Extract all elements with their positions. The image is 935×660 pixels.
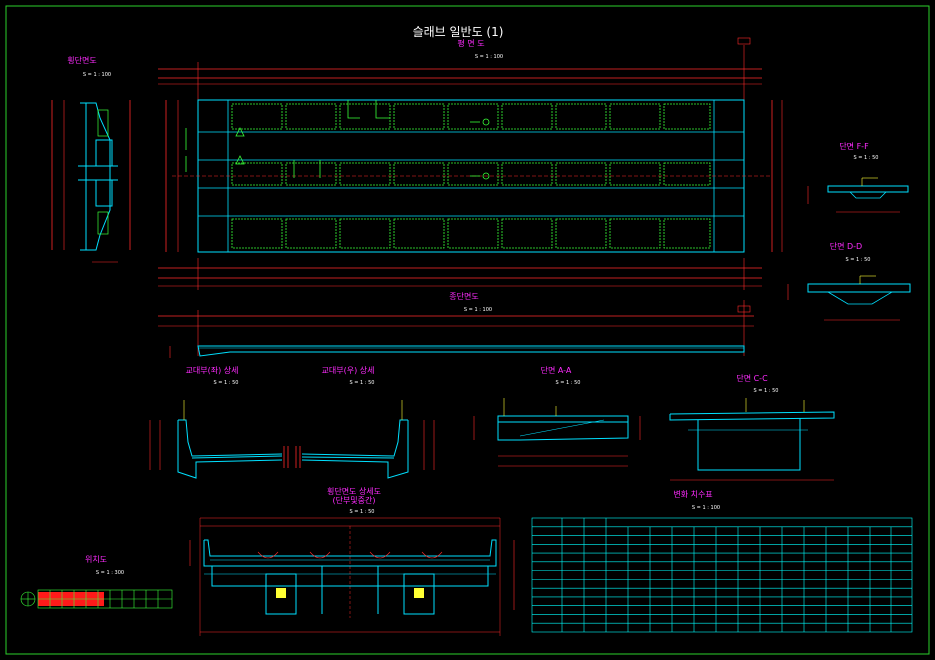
section-aa-view: 단면 A-A S = 1 : 50 xyxy=(473,365,641,467)
plan-label: 평 면 도 xyxy=(457,38,484,48)
section-dd-scale: S = 1 : 50 xyxy=(846,257,871,263)
plan-view: 평 면 도 S = 1 : 100 xyxy=(158,37,783,290)
cross-detail-view: 횡단면도 상세도 (단부및중간) S = 1 : 50 xyxy=(189,486,515,636)
cross-detail-sublabel: (단부및중간) xyxy=(332,495,375,505)
location-view: 위치도 S = 1 : 300 xyxy=(20,555,173,609)
abutment-left-label: 교대부(좌) 상세 xyxy=(186,365,239,375)
section-ff-view: 단면 F-F S = 1 : 50 xyxy=(807,141,909,213)
abutment-right-label: 교대부(우) 상세 xyxy=(322,365,375,375)
cross-detail-scale: S = 1 : 50 xyxy=(350,509,375,515)
table-label: 변화 치수표 xyxy=(673,489,712,499)
long-section-view: 종단면도 S = 1 : 100 xyxy=(158,291,754,358)
section-cc-label: 단면 C-C xyxy=(736,373,768,383)
section-aa-label: 단면 A-A xyxy=(541,365,572,375)
section-cc-scale: S = 1 : 50 xyxy=(754,388,779,394)
plan-scale: S = 1 : 100 xyxy=(475,54,503,60)
sheet-frame xyxy=(5,5,930,655)
cross-section-view: 횡단면도 S = 1 : 100 xyxy=(51,55,131,263)
cross-section-scale: S = 1 : 100 xyxy=(83,72,111,78)
long-section-scale: S = 1 : 100 xyxy=(464,307,492,313)
section-dd-label: 단면 D-D xyxy=(830,241,862,251)
location-label: 위치도 xyxy=(85,555,107,564)
cross-detail-label: 횡단면도 상세도 xyxy=(327,486,381,496)
location-scale: S = 1 : 300 xyxy=(96,570,124,576)
long-section-label: 종단면도 xyxy=(449,291,478,301)
variation-table: 변화 치수표 S = 1 : 100 xyxy=(531,489,913,633)
table-scale: S = 1 : 100 xyxy=(692,505,720,511)
section-aa-scale: S = 1 : 50 xyxy=(556,380,581,386)
abutment-left-view: 교대부(좌) 상세 S = 1 : 50 xyxy=(149,365,289,479)
section-dd-view: 단면 D-D S = 1 : 50 xyxy=(787,241,911,321)
cross-section-label: 횡단면도 xyxy=(67,55,96,65)
sheet-title: 슬래브 일반도 (1) xyxy=(413,25,504,39)
section-ff-scale: S = 1 : 50 xyxy=(854,155,879,161)
section-cc-view: 단면 C-C S = 1 : 50 xyxy=(669,373,835,481)
abutment-left-scale: S = 1 : 50 xyxy=(214,380,239,386)
abutment-right-scale: S = 1 : 50 xyxy=(350,380,375,386)
section-ff-label: 단면 F-F xyxy=(839,141,869,151)
abutment-right-view: 교대부(우) 상세 S = 1 : 50 xyxy=(295,365,435,479)
